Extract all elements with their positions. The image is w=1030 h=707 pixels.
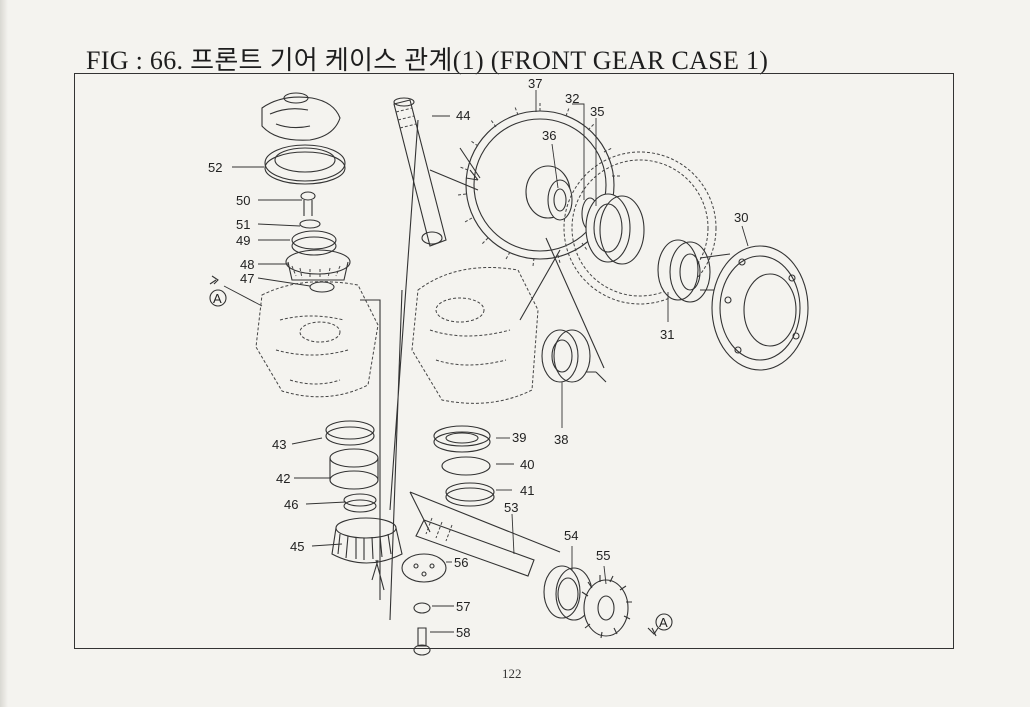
bearing-part-39 (433, 425, 491, 453)
callout-47: 47 (240, 271, 254, 286)
bearing-part-35 (585, 193, 645, 265)
bearing-part-38 (541, 329, 591, 383)
left-axis-line (360, 299, 385, 600)
callout-labels: 52 50 51 49 48 47 44 37 32 35 36 30 31 3… (208, 76, 748, 640)
reference-mark-left: A (209, 275, 227, 307)
callout-51: 51 (236, 217, 250, 232)
callout-56: 56 (454, 555, 468, 570)
page-number: 122 (502, 666, 522, 681)
washer-part-57 (413, 602, 431, 614)
spur-gear-background (563, 151, 717, 305)
callout-57: 57 (456, 599, 470, 614)
bolt-part-50 (300, 191, 316, 216)
shaft-part-44 (393, 97, 447, 247)
callout-leaders (223, 90, 749, 633)
callout-46: 46 (284, 497, 298, 512)
callout-48: 48 (240, 257, 254, 272)
callout-40: 40 (520, 457, 534, 472)
gear-case-housing-left (255, 281, 379, 398)
oil-seal-part-52 (264, 144, 346, 185)
bolt-part-58 (413, 627, 431, 656)
bearing-cup-part-43 (325, 420, 375, 446)
callout-39: 39 (512, 430, 526, 445)
washer-part-51 (299, 219, 321, 229)
collar-part-36 (547, 179, 573, 221)
callout-49: 49 (236, 233, 250, 248)
center-axis-line (389, 119, 419, 621)
callout-30: 30 (734, 210, 748, 225)
bearing-part-54 (543, 565, 593, 621)
callout-36: 36 (542, 128, 556, 143)
shim-part-41 (445, 482, 495, 507)
callout-41: 41 (520, 483, 534, 498)
callout-37: 37 (528, 76, 542, 91)
bearing-cone-part-42 (329, 448, 379, 490)
collar-part-47 (309, 281, 335, 293)
callout-44: 44 (456, 108, 470, 123)
callout-32: 32 (565, 91, 579, 106)
flange-part-30 (711, 245, 809, 371)
upper-housing-part (261, 92, 341, 141)
reference-mark-right: A (647, 613, 673, 637)
shaft-part-53 (409, 491, 561, 577)
bearing-part-49 (291, 230, 337, 256)
gear-case-housing-center (411, 267, 539, 404)
plate-part-56 (401, 553, 447, 583)
figure-title: FIG : 66. 프론트 기어 케이스 관계(1) (FRONT GEAR C… (86, 46, 769, 75)
callout-43: 43 (272, 437, 286, 452)
collar-part-46 (343, 493, 377, 513)
callout-31: 31 (660, 327, 674, 342)
callout-58: 58 (456, 625, 470, 640)
callout-50: 50 (236, 193, 250, 208)
assembly-guide-lines (429, 147, 607, 383)
callout-42: 42 (276, 471, 290, 486)
callout-53: 53 (504, 500, 518, 515)
bevel-gear-part-48 (285, 249, 351, 281)
callout-55: 55 (596, 548, 610, 563)
callout-54: 54 (564, 528, 578, 543)
callout-45: 45 (290, 539, 304, 554)
reference-mark-left-label: A (213, 291, 222, 306)
callout-52: 52 (208, 160, 222, 175)
callout-35: 35 (590, 104, 604, 119)
callout-38: 38 (554, 432, 568, 447)
snap-ring-part-40 (441, 456, 491, 476)
scan-edge (0, 0, 8, 707)
bevel-gear-part-55 (581, 575, 632, 639)
reference-mark-right-label: A (659, 615, 668, 630)
diagram-frame (74, 73, 954, 649)
bevel-gear-part-45 (331, 517, 403, 564)
